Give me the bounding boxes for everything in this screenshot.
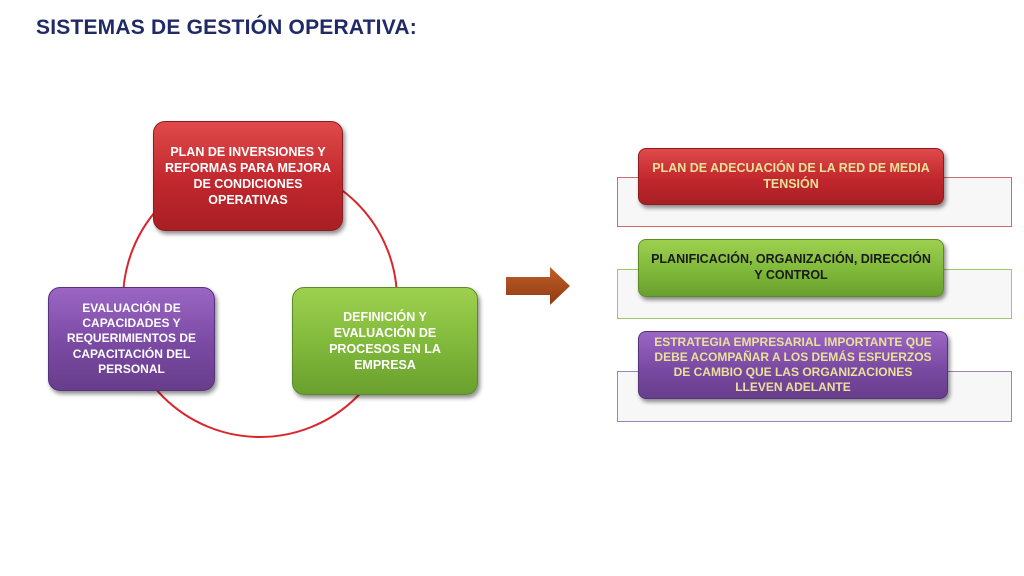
- box-line: PERSONAL: [98, 362, 165, 377]
- list-item-plan-adecuacion: PLAN DE ADECUACIÓN DE LA RED DE MEDIA TE…: [638, 148, 944, 205]
- list-item-estrategia: ESTRATEGIA EMPRESARIAL IMPORTANTE QUE DE…: [638, 331, 948, 399]
- cycle-box-evaluacion-capacidades: EVALUACIÓN DE CAPACIDADES Y REQUERIMIENT…: [48, 287, 215, 391]
- box-line: PLAN DE INVERSIONES Y: [170, 145, 326, 159]
- box-line: REQUERIMIENTOS DE: [66, 331, 197, 346]
- cycle-box-plan-inversiones: PLAN DE INVERSIONES Y REFORMAS PARA MEJO…: [153, 121, 343, 231]
- box-line: CAPACITACIÓN DEL: [72, 346, 191, 361]
- pill-line: LLEVEN ADELANTE: [735, 380, 851, 394]
- page-title: SISTEMAS DE GESTIÓN OPERATIVA:: [36, 16, 417, 39]
- pill-line: Y CONTROL: [754, 268, 828, 282]
- box-line: CAPACIDADES Y: [82, 315, 181, 330]
- pill-line: DE CAMBIO QUE LAS ORGANIZACIONES: [673, 365, 913, 379]
- box-line: OPERATIVAS: [208, 193, 288, 207]
- pill-line: TENSIÓN: [763, 176, 819, 191]
- pill-line: DEBE ACOMPAÑAR A LOS DEMÁS ESFUERZOS: [654, 350, 932, 364]
- box-line: EVALUACIÓN DE: [82, 300, 181, 315]
- box-line: DEFINICIÓN Y: [343, 310, 427, 324]
- box-line: EVALUACIÓN DE: [333, 326, 437, 340]
- box-line: REFORMAS PARA MEJORA: [165, 161, 331, 175]
- box-line: PROCESOS EN LA: [329, 342, 441, 356]
- pill-line: PLAN DE ADECUACIÓN DE LA RED DE MEDIA: [652, 160, 930, 175]
- pill-line: PLANIFICACIÓN, ORGANIZACIÓN, DIRECCIÓN: [651, 252, 931, 267]
- box-line: DE CONDICIONES: [193, 177, 303, 191]
- right-arrow-icon: [506, 267, 570, 305]
- list-item-planificacion: PLANIFICACIÓN, ORGANIZACIÓN, DIRECCIÓN Y…: [638, 239, 944, 297]
- pill-line: ESTRATEGIA EMPRESARIAL IMPORTANTE QUE: [654, 335, 932, 349]
- box-line: EMPRESA: [354, 358, 416, 372]
- cycle-box-definicion-procesos: DEFINICIÓN Y EVALUACIÓN DE PROCESOS EN L…: [292, 287, 478, 395]
